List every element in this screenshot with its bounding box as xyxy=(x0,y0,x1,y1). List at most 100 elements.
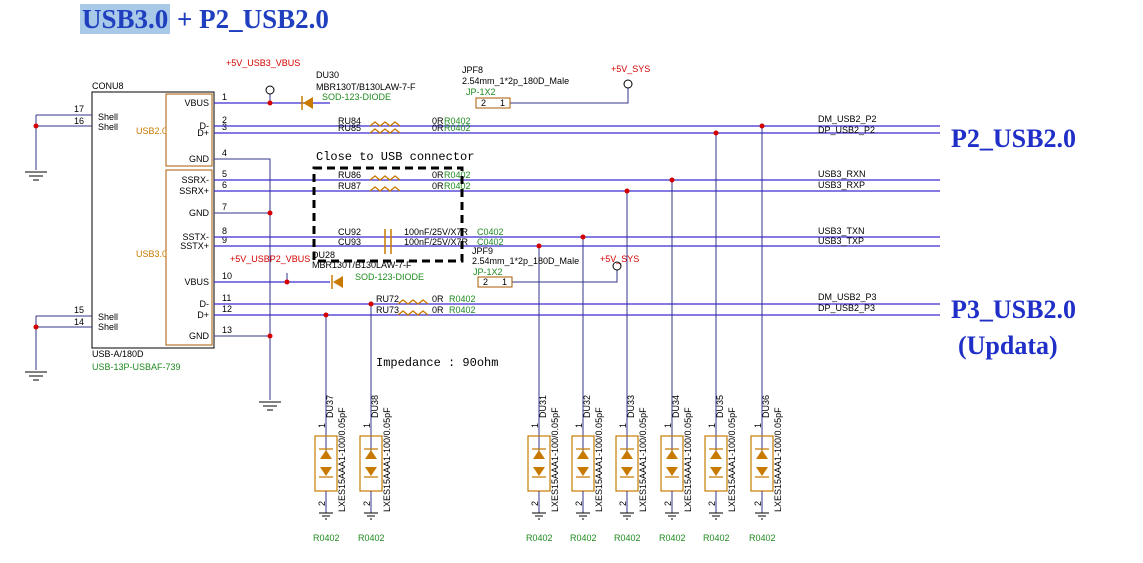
pin-number: 12 xyxy=(222,304,232,314)
shell-label: Shell xyxy=(98,122,118,132)
ground-symbol xyxy=(25,171,47,181)
tvs-upper-diode xyxy=(533,450,545,459)
tvs-pin1: 1 xyxy=(317,423,327,428)
tvs-pin2: 2 xyxy=(663,501,673,506)
tvs-pin1: 1 xyxy=(663,423,673,428)
pin-name: D+ xyxy=(197,128,209,138)
tvs-bar xyxy=(364,448,378,478)
pin-number: 11 xyxy=(222,293,231,303)
resistor-package: R0402 xyxy=(449,305,476,315)
tvs-ref: DU37 xyxy=(325,395,335,418)
pin-number: 1 xyxy=(222,92,227,102)
tvs-part: LXES15AAA1-100/0.05pF xyxy=(594,407,604,512)
tvs-package: R0402 xyxy=(703,533,730,543)
pin-number: 6 xyxy=(222,180,227,190)
tvs-pin1: 1 xyxy=(362,423,372,428)
ground-symbols xyxy=(25,171,281,411)
signal-wires xyxy=(214,88,940,455)
cap-ref: CU93 xyxy=(338,237,361,247)
ground-symbol xyxy=(576,512,590,520)
tvs-ref: DU33 xyxy=(626,395,636,418)
pin-name: D- xyxy=(200,121,210,131)
jumper-desc: 2.54mm_1*2p_180D_Male xyxy=(462,76,569,86)
tvs-upper-diode xyxy=(756,450,768,459)
tvs-package: R0402 xyxy=(526,533,553,543)
tvs-pin1: 1 xyxy=(574,423,584,428)
port-label-p2: P2_USB2.0 xyxy=(951,124,1076,153)
pin-name: SSTX+ xyxy=(180,241,209,251)
resistor-ref: RU72 xyxy=(376,294,399,304)
resistor-symbol xyxy=(369,186,401,192)
net-dp-usb2-p3: DP_USB2_P3 xyxy=(818,303,875,313)
resistor-symbol xyxy=(369,175,401,181)
tvs-pin2: 2 xyxy=(707,501,717,506)
tvs-package: R0402 xyxy=(313,533,340,543)
resistor-symbol xyxy=(397,310,429,316)
ground-symbol xyxy=(532,512,546,520)
tvs-ref: DU32 xyxy=(582,395,592,418)
title-usb3: USB3.0 xyxy=(80,4,171,34)
tvs-upper-diode xyxy=(365,450,377,459)
resistor-package: R0402 xyxy=(444,116,471,126)
ground-symbol xyxy=(755,512,769,520)
pin-number: 5 xyxy=(222,169,227,179)
capacitors: CU92 100nF/25V/X7R C0402 CU93 100nF/25V/… xyxy=(338,227,504,254)
tvs-lower-diode xyxy=(756,467,768,476)
shell-label: Shell xyxy=(98,312,118,322)
jumper-desc: 2.54mm_1*2p_180D_Male xyxy=(472,256,579,266)
pin-number: 13 xyxy=(222,325,232,335)
tvs-pin2: 2 xyxy=(362,501,372,506)
pin-number: 10 xyxy=(222,271,232,281)
jumper-jpf9: 2 1 JPF9 2.54mm_1*2p_180D_Male JP-1X2 xyxy=(472,246,579,288)
shell-label: Shell xyxy=(98,322,118,332)
cap-ref: CU92 xyxy=(338,227,361,237)
power-labels: +5V_USB3_VBUS +5V_USBP2_VBUS +5V_SYS +5V… xyxy=(226,58,650,271)
pin-name: VBUS xyxy=(184,277,209,287)
shell-ground-wiring xyxy=(35,114,92,370)
resistor-package: R0402 xyxy=(444,123,471,133)
junction-dots xyxy=(33,100,765,339)
pin-name: SSRX- xyxy=(181,175,209,185)
jumper-pin: 1 xyxy=(502,277,507,287)
note-close-to-connector: Close to USB connector xyxy=(316,150,474,164)
tvs-lower-diode xyxy=(365,467,377,476)
jumper-pin: 1 xyxy=(500,98,505,108)
tvs-package: R0402 xyxy=(570,533,597,543)
net-usb3-rxp: USB3_RXP xyxy=(818,180,865,190)
tvs-pin1: 1 xyxy=(753,423,763,428)
tvs-lower-diode xyxy=(577,467,589,476)
tvs-pin2: 2 xyxy=(530,501,540,506)
resistor-package: R0402 xyxy=(444,181,471,191)
cap-value: 100nF/25V/X7R xyxy=(404,237,469,247)
tvs-bar xyxy=(665,448,679,478)
net-usb3-rxn: USB3_RXN xyxy=(818,169,866,179)
power-port-symbol xyxy=(623,79,633,89)
ground-symbol xyxy=(665,512,679,520)
resistor-ref: RU86 xyxy=(338,170,361,180)
tvs-lower-diode xyxy=(320,467,332,476)
resistor-ref: RU87 xyxy=(338,181,361,191)
net-dm-usb2-p2: DM_USB2_P2 xyxy=(818,114,877,124)
pin-number: 4 xyxy=(222,148,227,158)
net-dp-usb2-p2: DP_USB2_P2 xyxy=(818,125,875,135)
tvs-upper-diode xyxy=(577,450,589,459)
resistor-symbol xyxy=(369,121,401,127)
tvs-upper-diode xyxy=(621,450,633,459)
tvs-pin1: 1 xyxy=(618,423,628,428)
section-usb2-label: USB2.0 xyxy=(136,126,167,136)
diode-du30: DU30 MBR130T/B130LAW-7-F SOD-123-DIODE xyxy=(300,70,416,110)
tvs-lower-diode xyxy=(710,467,722,476)
tvs-pin2: 2 xyxy=(317,501,327,506)
tvs-package: R0402 xyxy=(659,533,686,543)
tvs-part: LXES15AAA1-100/0.05pF xyxy=(382,407,392,512)
tvs-pin2: 2 xyxy=(753,501,763,506)
shell-pin-number: 16 xyxy=(74,116,84,126)
resistor-value: 0R xyxy=(432,181,444,191)
tvs-pin2: 2 xyxy=(618,501,628,506)
net-5v-sys: +5V_SYS xyxy=(600,254,639,264)
net-5v-usb3-vbus: +5V_USB3_VBUS xyxy=(226,58,300,68)
resistor-symbol xyxy=(369,128,401,134)
tvs-upper-diode xyxy=(666,450,678,459)
pin-name: SSRX+ xyxy=(179,186,209,196)
pin-name: GND xyxy=(189,208,210,218)
